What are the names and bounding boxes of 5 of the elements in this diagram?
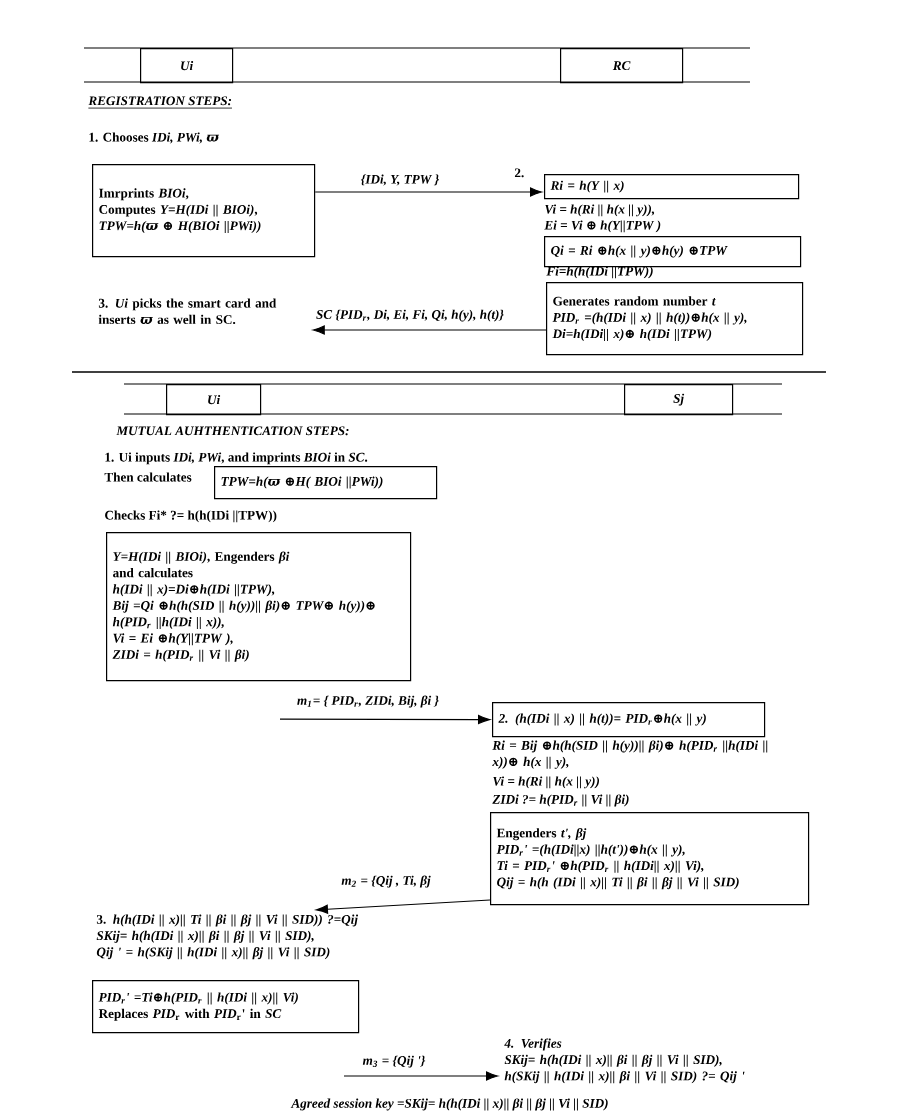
arrow (279, 715, 490, 725)
arrow (314, 187, 542, 197)
arrow (343, 1071, 498, 1081)
arrow (315, 899, 491, 914)
arrow (312, 325, 547, 335)
